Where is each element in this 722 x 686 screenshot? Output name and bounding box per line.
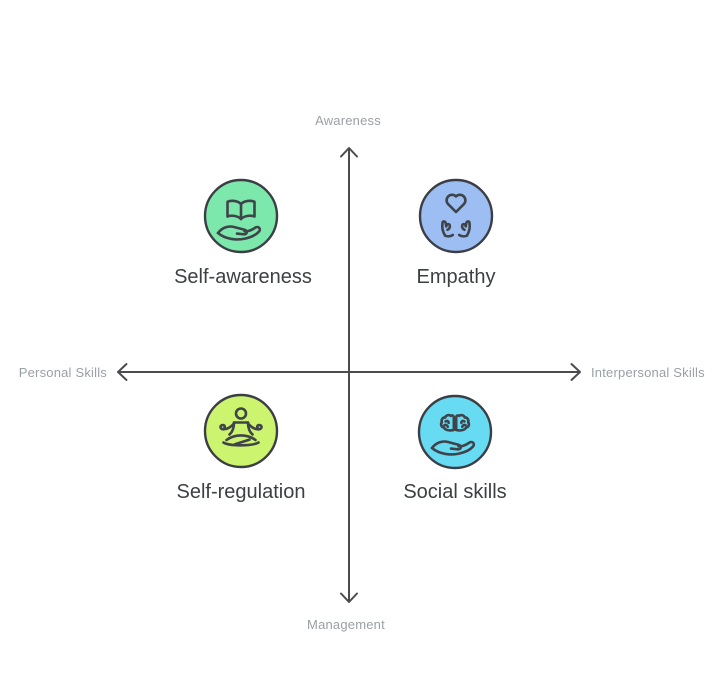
axis-label-bottom: Management — [307, 617, 385, 632]
axis-label-right: Interpersonal Skills — [591, 365, 705, 380]
left-arrow-icon — [117, 363, 128, 381]
self-regulation-badge — [203, 393, 279, 469]
brain-on-hand-icon — [430, 413, 476, 456]
social-skills-circle — [417, 394, 493, 470]
meditation-icon — [219, 407, 263, 447]
up-arrow-icon — [340, 147, 358, 158]
social-skills-badge — [417, 394, 493, 470]
empathy-badge — [418, 178, 494, 254]
right-arrow-icon — [570, 363, 581, 381]
self-regulation-circle — [203, 393, 279, 469]
quadrant-label-self-regulation: Self-regulation — [176, 481, 306, 503]
down-arrow-icon — [340, 592, 358, 603]
heart-in-hands-icon — [440, 193, 472, 238]
quadrant-label-social-skills: Social skills — [403, 481, 507, 503]
open-book-on-hand-icon — [216, 199, 262, 241]
axis-label-top: Awareness — [315, 113, 381, 128]
empathy-circle — [418, 178, 494, 254]
axis-label-left: Personal Skills — [18, 365, 107, 380]
self-awareness-badge — [203, 178, 279, 254]
quadrant-label-self-awareness: Self-awareness — [174, 266, 312, 288]
quadrant-label-empathy: Empathy — [416, 266, 496, 288]
